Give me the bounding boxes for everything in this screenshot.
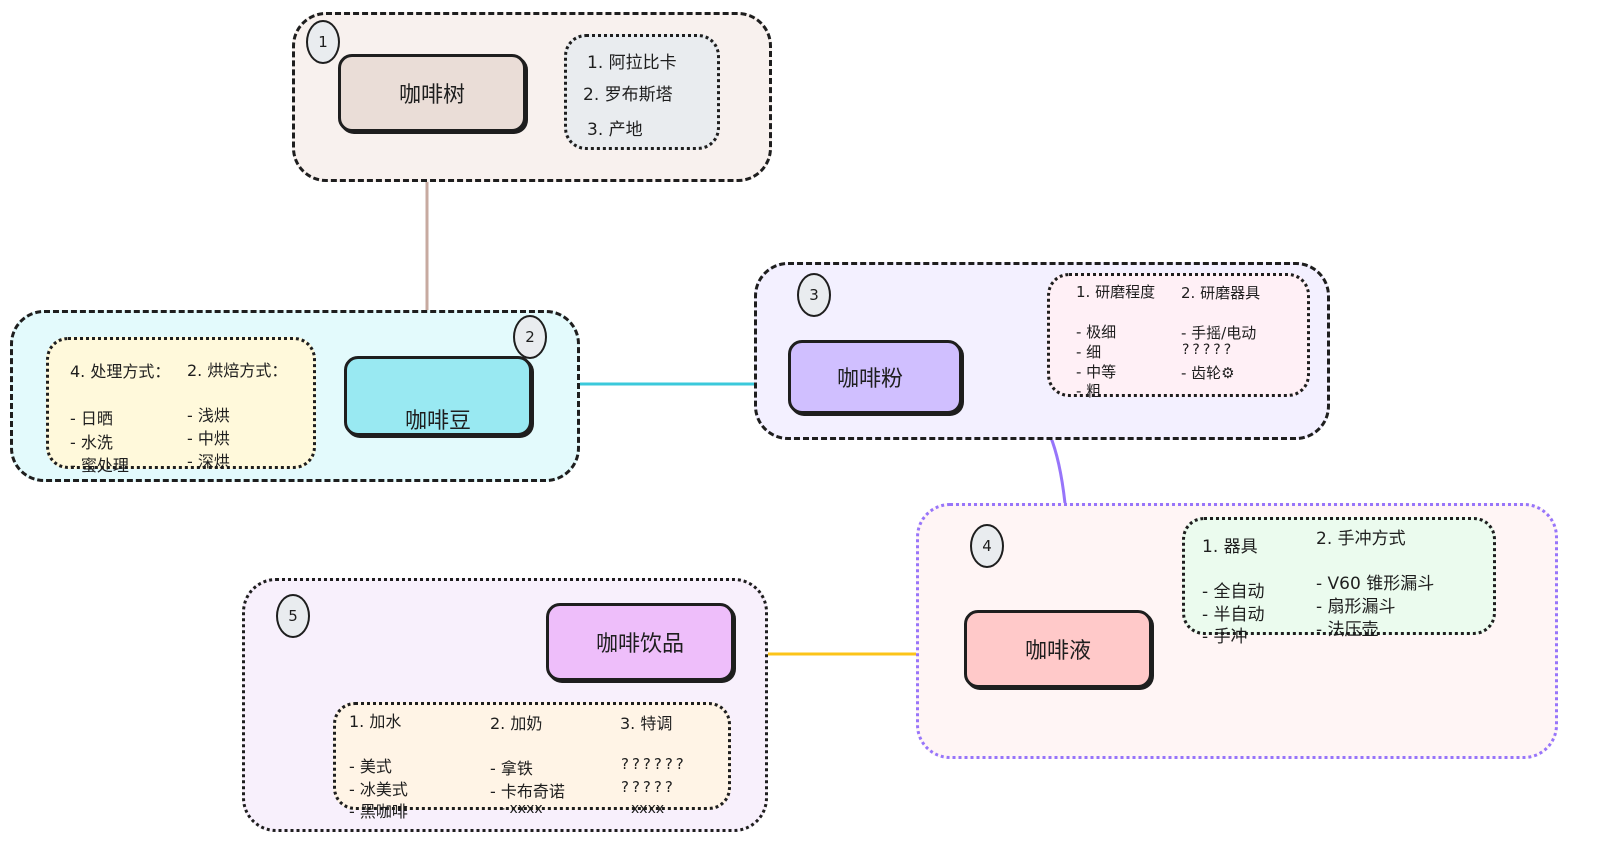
note-item: - xxxx [500,801,543,817]
note-drink-types [333,702,731,810]
note-item: ????? [1182,342,1235,358]
note-brewing [1182,517,1496,635]
note-item: 1. 阿拉比卡 [587,53,677,73]
note-heading: 1. 加水 [349,712,402,731]
step-number-2: 2 [513,315,547,359]
note-item: ?????? [621,755,687,773]
note-item: 2. 罗布斯塔 [583,85,673,105]
note-bean-processing [46,337,316,469]
note-item: - 水洗 [70,433,113,452]
note-coffee-varieties [564,34,720,150]
note-item: xxxx [631,801,665,817]
note-item: 3. 产地 [587,120,643,140]
note-item: - 中等 [1076,363,1117,381]
note-item: - 粗 [1076,382,1102,400]
note-heading: 1. 研磨程度 [1076,283,1156,301]
note-item: - 手摇/电动 [1181,324,1257,342]
note-item: - 深烘 [187,452,230,471]
note-item: - 浅烘 [187,406,230,425]
note-heading: 2. 加奶 [490,714,543,733]
node-coffee-bean[interactable]: 咖啡豆 [344,356,532,436]
note-item: - 卡布奇诺 [490,782,565,801]
step-number-4: 4 [970,524,1004,568]
note-item: - 蜜处理 [70,456,129,475]
note-heading: 3. 特调 [620,714,673,733]
note-item: - V60 锥形漏斗 [1316,574,1435,594]
note-item: - 极细 [1076,323,1117,341]
note-heading: 2. 手冲方式 [1316,529,1406,549]
node-coffee-bean-label: 咖啡豆 [404,409,471,434]
note-item: - 扇形漏斗 [1316,597,1396,617]
note-item: - 拿铁 [490,759,533,778]
note-item: - 齿轮⚙ [1181,364,1235,382]
note-heading: 2. 研磨器具 [1181,284,1261,302]
note-item: - 全自动 [1202,582,1265,602]
note-grinding [1047,273,1310,397]
step-number-1: 1 [306,20,340,64]
step-number-3: 3 [797,273,831,317]
note-item: - 中烘 [187,429,230,448]
note-item: - 手冲 [1202,627,1248,647]
step-number-5: 5 [276,594,310,638]
note-item: ????? [621,778,676,796]
note-item: - 半自动 [1202,605,1265,625]
node-coffee-powder[interactable]: 咖啡粉 [788,340,962,414]
node-coffee-drink[interactable]: 咖啡饮品 [546,603,734,681]
note-item: - 冰美式 [349,780,408,799]
note-item: - 细 [1076,343,1102,361]
note-heading: 1. 器具 [1202,537,1258,557]
node-coffee-liquid[interactable]: 咖啡液 [964,610,1152,688]
note-item: - 美式 [349,757,392,776]
node-coffee-tree[interactable]: 咖啡树 [338,54,526,132]
note-item: - 法压壶 [1316,620,1379,640]
note-heading: 2. 烘焙方式： [187,361,288,380]
note-item: - 黑咖啡 [349,802,408,821]
note-heading: 4. 处理方式： [70,362,171,381]
note-item: - 日晒 [70,409,113,428]
